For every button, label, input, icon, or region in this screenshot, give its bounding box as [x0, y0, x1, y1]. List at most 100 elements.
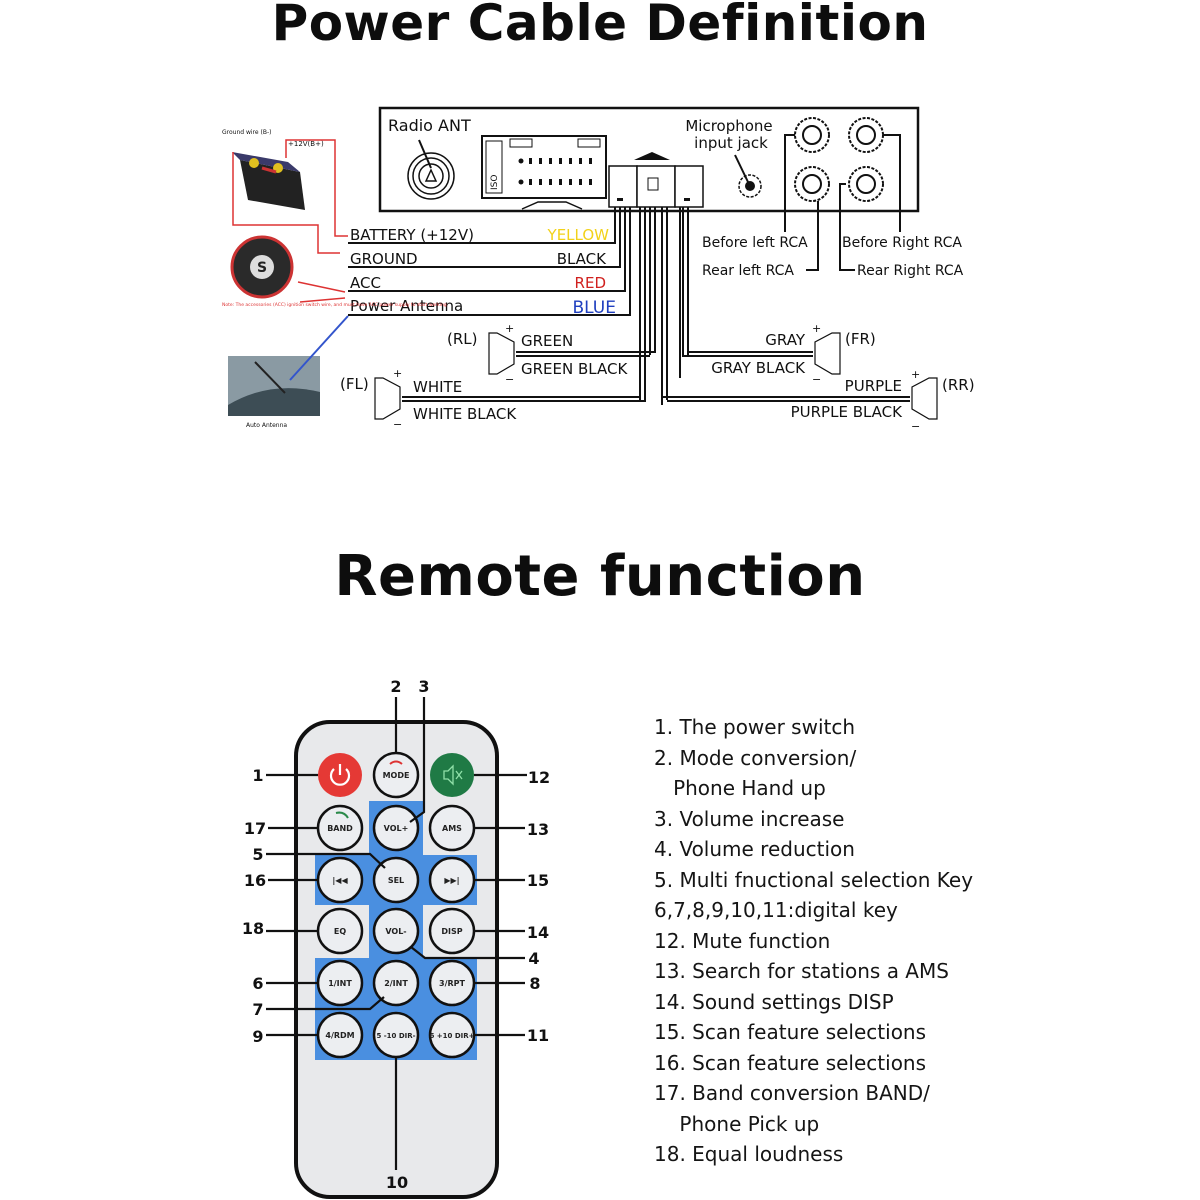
remote-key-10[interactable]: 5 -10 DIR- [372, 1011, 420, 1059]
speaker-fr-tag: (FR) [845, 330, 876, 348]
remote-key-label: 6 +10 DIR+ [429, 1032, 474, 1040]
remote-key-label: 4/RDM [325, 1031, 354, 1040]
callout-number: 10 [386, 1173, 408, 1192]
function-item: 3. Volume increase [654, 806, 845, 831]
callout-line [410, 946, 525, 960]
speaker-rr [662, 377, 938, 420]
pickup-icon [335, 811, 349, 819]
speaker-fr-pos: GRAY [765, 331, 806, 349]
speaker-fl-minus: − [393, 418, 402, 431]
remote-key-label: 1/INT [328, 979, 352, 988]
function-item: 12. Mute function [654, 928, 831, 953]
battery-icon [232, 152, 305, 210]
function-item: 4. Volume reduction [654, 837, 855, 861]
power-wire-bundle [348, 207, 689, 405]
speaker-rl [488, 330, 656, 375]
speaker-fr-plus: + [812, 322, 821, 335]
head-unit: Radio ANT ISO [378, 106, 964, 279]
remote-key-2[interactable]: MODE [372, 751, 420, 799]
remote-key-11[interactable]: 6 +10 DIR+ [428, 1011, 476, 1059]
speaker-fl-pos: WHITE [413, 378, 462, 396]
remote-key-label: BAND [327, 824, 353, 833]
callout-number: 3 [418, 677, 429, 696]
function-item: 14. Sound settings DISP [654, 989, 894, 1014]
speaker-fl-icon [374, 377, 401, 420]
remote-key-14[interactable]: DISP [428, 907, 476, 955]
speaker-rr-plus: + [911, 368, 920, 381]
speaker-rr-pos: PURPLE [845, 377, 902, 395]
speaker-rl-plus: + [505, 322, 514, 335]
auto-antenna-caption: Auto Antenna [246, 422, 287, 429]
remote-key-label: 2/INT [384, 979, 408, 988]
remote-key-15[interactable]: ▶▶| [428, 856, 476, 904]
remote-key-17[interactable]: BAND [316, 804, 364, 852]
remote-key-6[interactable]: 1/INT [316, 959, 364, 1007]
callout-number: 13 [527, 820, 549, 839]
power-button[interactable] [318, 753, 362, 797]
wire-battery-color: YELLOW [547, 226, 610, 244]
remote-key-5[interactable]: SEL [372, 856, 420, 904]
iso-connector-icon: ISO [481, 135, 607, 210]
before-left-rca-label: Before left RCA [702, 235, 808, 251]
wire-antenna-name: Power Antenna [350, 297, 463, 315]
antenna-pointer [289, 315, 349, 381]
rear-left-rca-label: Rear left RCA [702, 263, 794, 279]
remote-key-label: 5 -10 DIR- [376, 1032, 415, 1040]
radio-ant-label: Radio ANT [388, 116, 471, 135]
rear-right-rca-label: Rear Right RCA [857, 263, 964, 279]
hangup-icon [389, 760, 403, 765]
iso-label: ISO [490, 175, 500, 190]
wire-battery-name: BATTERY (+12V) [350, 226, 474, 244]
remote-key-9[interactable]: 4/RDM [316, 1011, 364, 1059]
speaker-rl-pos: GREEN [521, 332, 573, 350]
remote-key-16[interactable]: |◀◀ [316, 856, 364, 904]
harness-plug-icon [608, 152, 704, 208]
speaker-rr-minus: − [911, 420, 920, 433]
remote-key-label: ▶▶| [444, 876, 459, 885]
callout-number: 9 [252, 1027, 263, 1046]
speaker-rr-tag: (RR) [942, 376, 975, 394]
mic-label-line2: input jack [694, 134, 768, 152]
speaker-fr-neg: GRAY BLACK [711, 359, 806, 377]
remote-key-4[interactable]: VOL- [372, 907, 420, 955]
microphone-jack-icon [734, 154, 762, 198]
remote-key-label: DISP [441, 927, 462, 936]
speaker-fl [374, 377, 646, 420]
mic-label-line1: Microphone [685, 117, 772, 135]
speaker-rl-minus: − [505, 373, 514, 386]
speaker-rr-icon [911, 377, 938, 420]
radio-antenna-port-icon [407, 139, 455, 200]
before-right-rca-label: Before Right RCA [842, 235, 962, 251]
speaker-rl-icon [488, 332, 515, 375]
callout-number: 17 [244, 819, 266, 838]
remote-key-7[interactable]: 2/INT [372, 959, 420, 1007]
speaker-fr-icon [814, 332, 841, 375]
acc-arrow [297, 281, 346, 293]
callout-line [266, 852, 386, 869]
callout-number: 4 [528, 949, 539, 968]
function-item: 5. Multi fnuctional selection Key [654, 867, 974, 892]
power-icon [329, 764, 351, 786]
callout-number: 18 [242, 919, 264, 938]
callout-number: 2 [390, 677, 401, 696]
wire-antenna-color: BLUE [573, 298, 616, 318]
remote-key-label: VOL+ [384, 824, 409, 833]
remote-key-label: MODE [383, 771, 410, 780]
function-item: 17. Band conversion BAND/ [654, 1081, 930, 1105]
remote-key-label: 3/RPT [439, 979, 466, 988]
remote-key-3[interactable]: VOL+ [372, 804, 420, 852]
mute-button[interactable] [430, 753, 474, 797]
callout-number: 16 [244, 871, 266, 890]
remote-key-8[interactable]: 3/RPT [428, 959, 476, 1007]
speaker-fr [682, 207, 841, 375]
remote-key-18[interactable]: EQ [316, 907, 364, 955]
ignition-switch-icon: S [230, 235, 294, 299]
callout-number: 1 [252, 766, 263, 785]
remote-key-13[interactable]: AMS [428, 804, 476, 852]
function-item: 6,7,8,9,10,11:digital key [654, 898, 898, 922]
auto-antenna-image [228, 356, 320, 416]
callout-number: 12 [528, 768, 550, 787]
